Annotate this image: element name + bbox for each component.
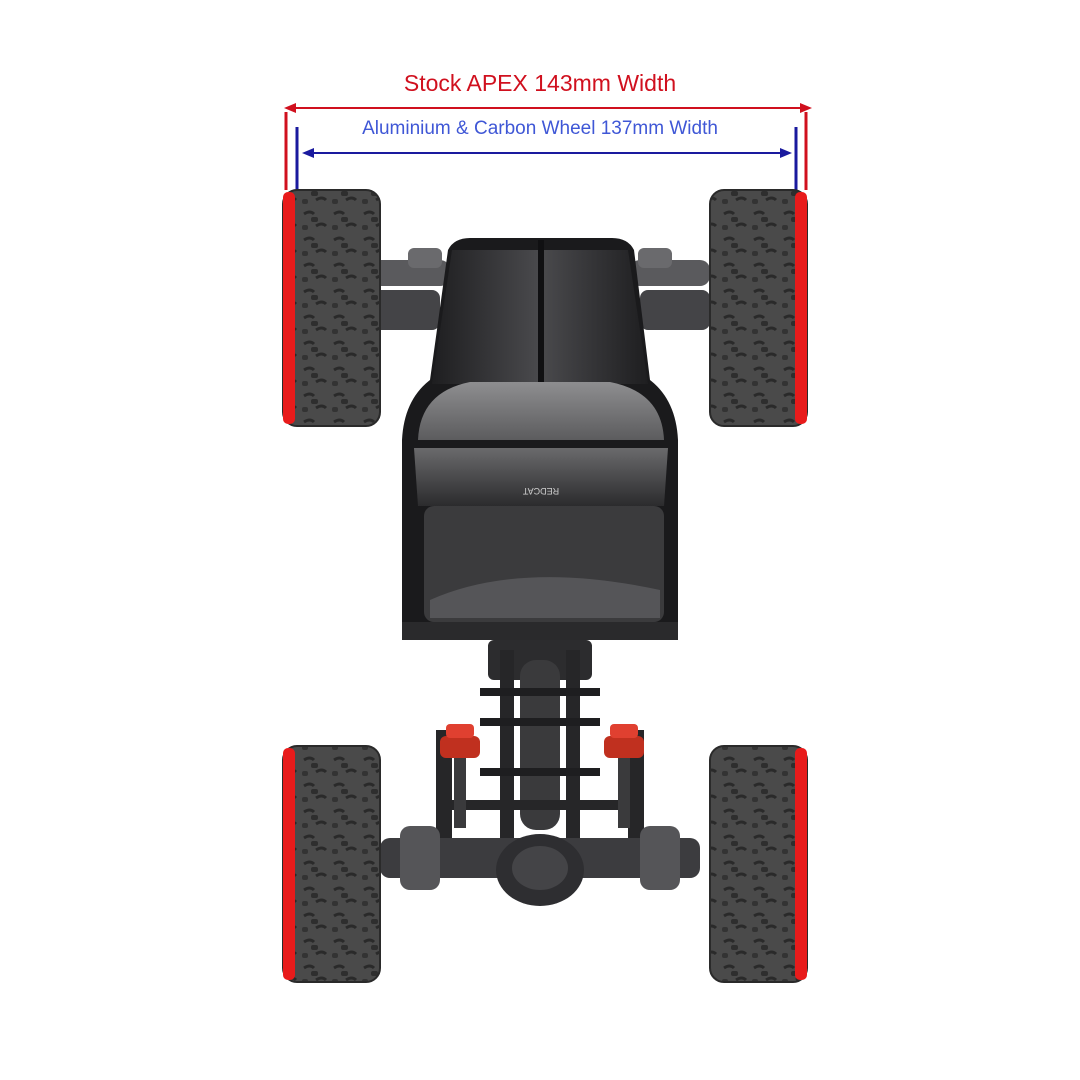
front-suspension [370, 248, 710, 330]
front-right-wheel [709, 189, 808, 427]
front-left-wheel [282, 189, 381, 427]
cab-brand-text: REDCAT [522, 486, 559, 496]
aluminium-width-dimension-line [295, 127, 798, 190]
aluminium-width-label: Aluminium & Carbon Wheel 137mm Width [362, 118, 718, 139]
tire-red-rim-edge [283, 192, 295, 424]
wheels [282, 189, 808, 983]
truck-body: REDCAT [402, 238, 678, 640]
tire-red-rim-edge [795, 192, 807, 424]
rear-left-wheel [282, 745, 381, 983]
tire-red-rim-edge [283, 748, 295, 980]
rear-chassis [380, 640, 700, 906]
rear-right-wheel [709, 745, 808, 983]
stock-width-dimension-line [284, 103, 812, 190]
tire-red-rim-edge [795, 748, 807, 980]
stock-width-label: Stock APEX 143mm Width [403, 70, 677, 96]
